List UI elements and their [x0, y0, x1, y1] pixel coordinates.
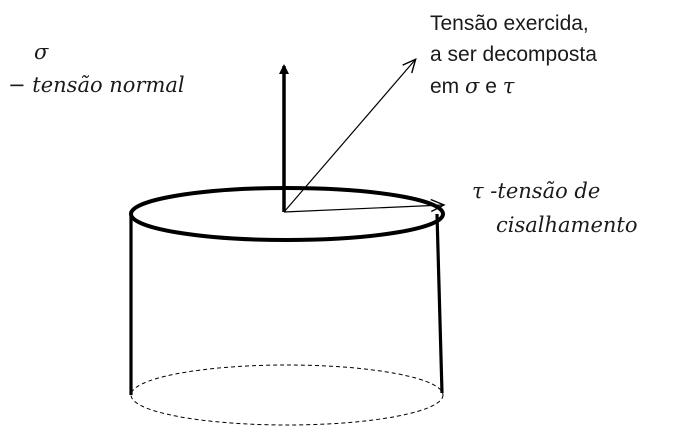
resultant-line3-mid: e [479, 75, 503, 98]
normal-stress-label: − tensão normal [8, 73, 185, 97]
resultant-line3-sigma: σ [465, 74, 480, 98]
cylinder-base-ellipse [130, 364, 444, 426]
resultant-line3-prefix: em [430, 75, 466, 98]
shear-label-text: -tensão de [483, 179, 601, 203]
cylinder-top-ellipse [129, 186, 445, 242]
resultant-stress-label-line1: Tensão exercida, [430, 12, 589, 35]
resultant-stress-label-line3: em σ e τ [430, 74, 515, 98]
shear-stress-label-line2: cisalhamento [496, 213, 638, 237]
shear-stress-arrow [283, 198, 446, 213]
resultant-stress-arrow [283, 57, 417, 213]
shear-stress-label-line1: τ -tensão de [472, 181, 600, 202]
cylinder-right-side [435, 213, 444, 394]
sigma-label: σ [34, 40, 49, 64]
resultant-line3-tau: τ [502, 74, 515, 98]
tau-label: τ [472, 179, 484, 203]
resultant-stress-label-line2: a ser decomposta [430, 43, 597, 66]
